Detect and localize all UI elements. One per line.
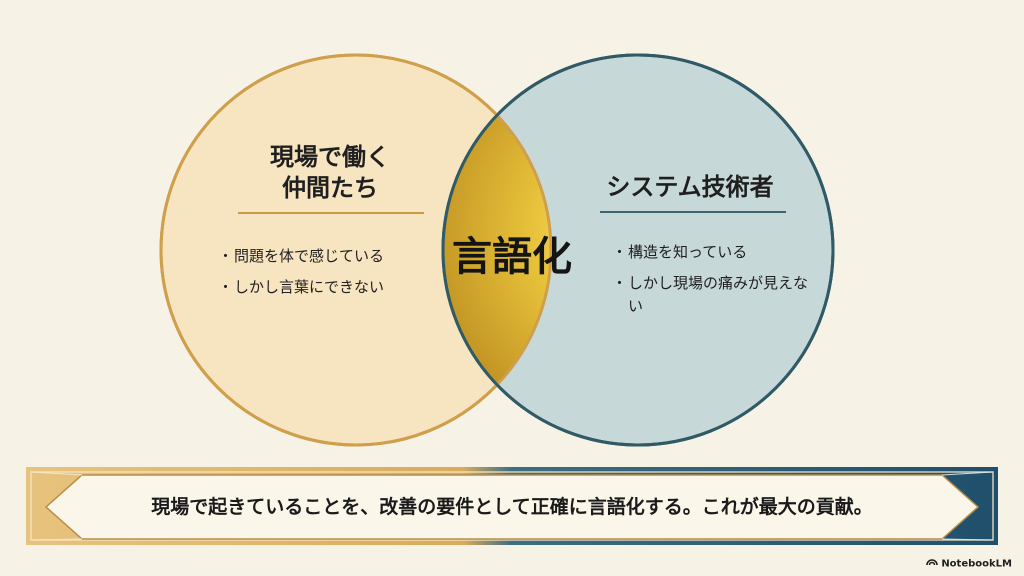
right-divider: [600, 211, 786, 213]
right-group-title: システム技術者: [606, 173, 774, 201]
banner-text: 現場で起きていることを、改善の要件として正確に言語化する。これが最大の貢献。: [151, 496, 873, 518]
left-bullet: 問題を体で感じている: [218, 245, 438, 268]
right-bullet-list: 構造を知っている しかし現場の痛みが見えない: [612, 241, 822, 326]
left-divider: [238, 212, 424, 214]
notebooklm-branding: NotebookLM: [926, 556, 1012, 572]
left-group-title-line2: 仲間たち: [282, 174, 378, 202]
left-bullet-list: 問題を体で感じている しかし言葉にできない: [218, 245, 438, 307]
intersection-label: 言語化: [452, 234, 572, 280]
right-circle-outline: [441, 53, 835, 447]
branding-text: NotebookLM: [941, 558, 1012, 570]
left-group-title-line1: 現場で働く: [270, 143, 390, 171]
right-bullet: しかし現場の痛みが見えない: [612, 272, 822, 318]
banner: [26, 467, 998, 545]
left-group-title: 現場で働く 仲間たち: [230, 142, 430, 204]
left-circle-outline: [159, 53, 553, 447]
left-bullet: しかし言葉にできない: [218, 276, 438, 299]
notebooklm-logo-icon: [926, 556, 939, 571]
right-bullet: 構造を知っている: [612, 241, 822, 264]
